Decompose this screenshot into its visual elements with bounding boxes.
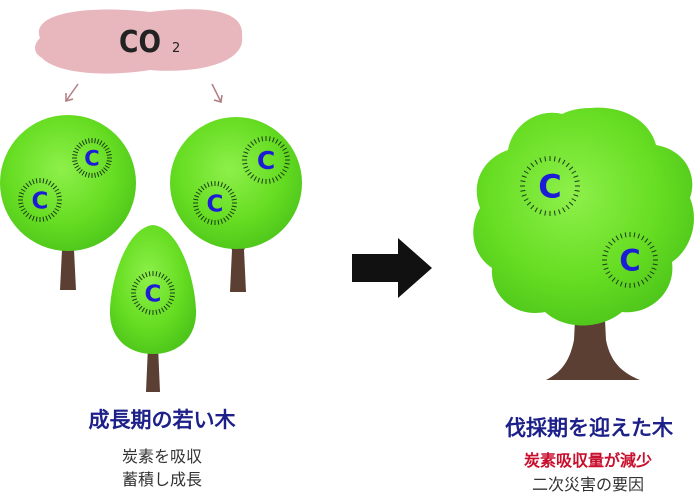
right-group-highlight: 炭素吸収量が減少: [523, 451, 652, 470]
tree-crown: [473, 107, 694, 326]
tree-trunk: [226, 236, 250, 292]
carbon-icon: C: [242, 136, 290, 184]
co2-formula: CO: [119, 25, 161, 60]
mature-tree: [473, 107, 694, 380]
left-group-description-line-1: 炭素を吸収: [121, 447, 202, 466]
tree-trunk: [142, 332, 164, 392]
carbon-icon: C: [18, 178, 62, 222]
carbon-symbol: C: [207, 191, 224, 217]
left-group-description-line-2: 蓄積し成長: [121, 470, 202, 489]
tree-trunk: [546, 300, 640, 380]
co2-cloud: CO 2: [35, 9, 243, 74]
carbon-symbol: C: [619, 244, 640, 278]
left-group-title: 成長期の若い木: [88, 408, 236, 432]
carbon-icon: C: [193, 181, 237, 225]
carbon-icon: C: [131, 271, 175, 315]
carbon-symbol: C: [538, 167, 561, 205]
tree-crown: [170, 117, 302, 249]
carbon-symbol: C: [84, 147, 99, 171]
co2-subscript: 2: [172, 41, 180, 56]
carbon-icon: C: [602, 232, 658, 288]
young-tree-left: [0, 115, 136, 290]
carbon-symbol: C: [145, 281, 162, 307]
carbon-symbol: C: [257, 146, 275, 175]
right-group-description: 二次災害の要因: [531, 475, 644, 494]
right-group-title: 伐採期を迎えた木: [505, 416, 673, 440]
tree-crown: [109, 225, 197, 354]
arrow-down-right-icon: [211, 83, 223, 103]
cloud-icon: [35, 9, 243, 74]
carbon-symbol: C: [32, 188, 49, 214]
carbon-icon: C: [520, 156, 580, 216]
carbon-icon: C: [72, 138, 112, 178]
arrow-right-icon: [352, 238, 432, 298]
tree-crown: [0, 115, 136, 251]
carbon-markers: C C C C C C C: [18, 136, 658, 315]
young-tree-center: [109, 225, 197, 392]
arrow-down-left-icon: [65, 83, 79, 102]
young-tree-right: [170, 117, 302, 292]
